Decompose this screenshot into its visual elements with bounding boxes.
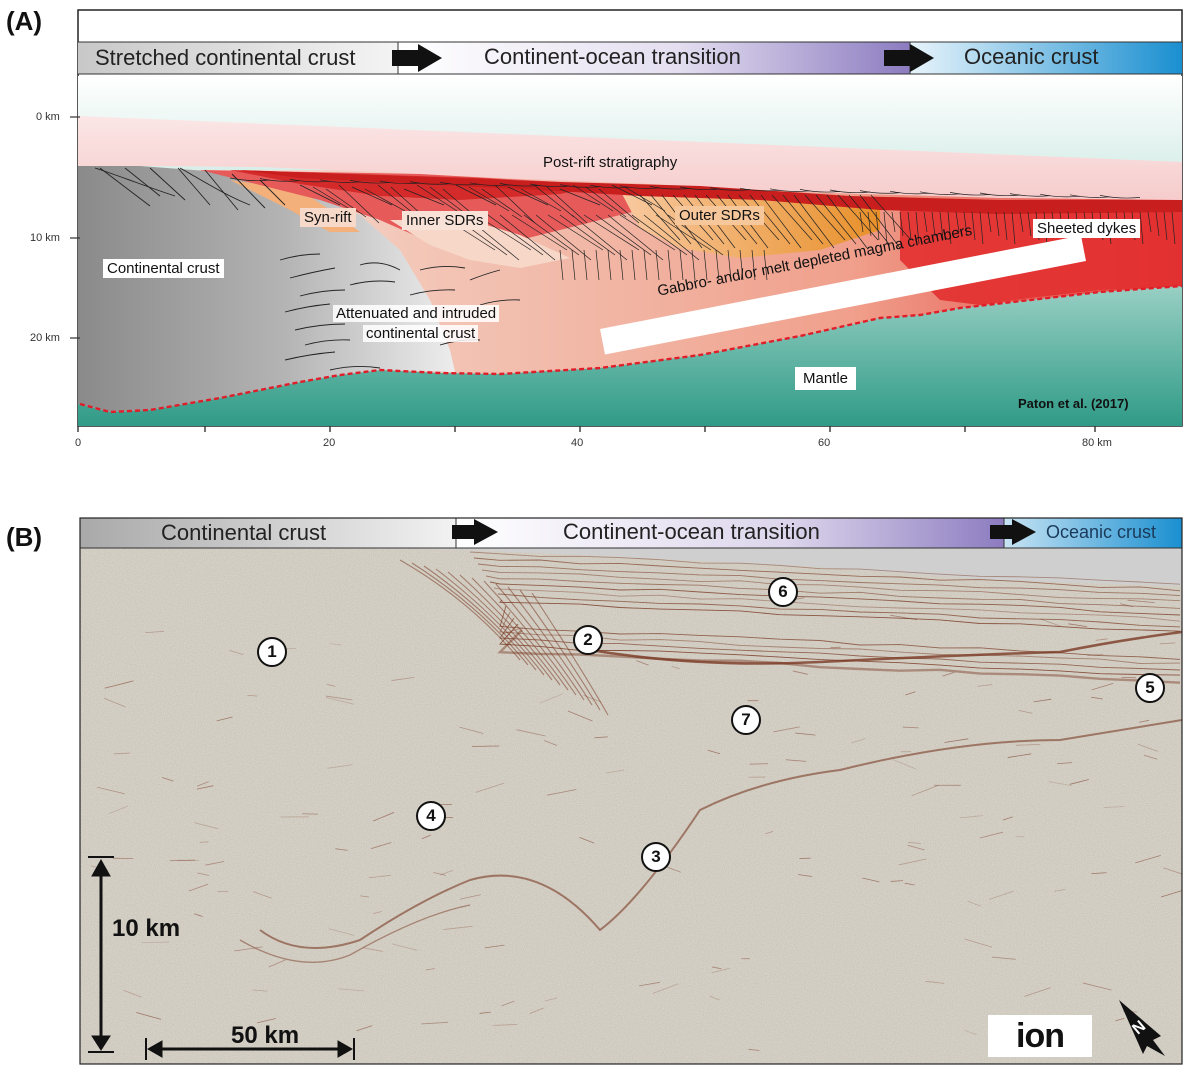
scale-vertical-label: 10 km — [112, 915, 180, 943]
band-cot-b: Continent-ocean transition — [563, 519, 820, 545]
marker-7: 7 — [731, 705, 761, 735]
dist-tick-40: 40 — [571, 437, 583, 449]
label-inner-sdrs: Inner SDRs — [402, 211, 488, 230]
distance-axis — [78, 426, 1095, 432]
label-sheeted-dykes: Sheeted dykes — [1033, 219, 1140, 238]
label-outer-sdrs: Outer SDRs — [675, 206, 764, 225]
marker-6: 6 — [768, 577, 798, 607]
marker-1: 1 — [257, 637, 287, 667]
citation: Paton et al. (2017) — [1018, 396, 1129, 411]
band-oceanic-a: Oceanic crust — [964, 44, 1099, 70]
marker-5: 5 — [1135, 673, 1165, 703]
band-stretched-continental: Stretched continental crust — [95, 45, 355, 71]
band-oceanic-b: Oceanic crust — [1046, 522, 1156, 543]
label-syn-rift: Syn-rift — [300, 208, 356, 227]
dist-tick-0: 0 — [75, 437, 81, 449]
marker-2: 2 — [573, 625, 603, 655]
marker-4: 4 — [416, 801, 446, 831]
marker-3: 3 — [641, 842, 671, 872]
north-arrow-icon: N — [1113, 996, 1167, 1060]
label-post-rift: Post-rift stratigraphy — [543, 154, 677, 171]
depth-tick-0: 0 km — [36, 111, 60, 123]
scale-horizontal-label: 50 km — [231, 1022, 299, 1050]
label-attenuated-1: Attenuated and intruded — [333, 305, 499, 322]
ion-logo: ion — [988, 1015, 1092, 1057]
depth-tick-20: 20 km — [30, 332, 60, 344]
label-attenuated-2: continental crust — [363, 325, 478, 342]
depth-tick-10: 10 km — [30, 232, 60, 244]
dist-tick-60: 60 — [818, 437, 830, 449]
band-continental-b: Continental crust — [161, 520, 326, 546]
band-cot-a: Continent-ocean transition — [484, 44, 741, 70]
label-mantle: Mantle — [795, 367, 856, 390]
label-continental-crust: Continental crust — [103, 259, 224, 278]
dist-tick-20: 20 — [323, 437, 335, 449]
dist-tick-80: 80 km — [1082, 437, 1112, 449]
